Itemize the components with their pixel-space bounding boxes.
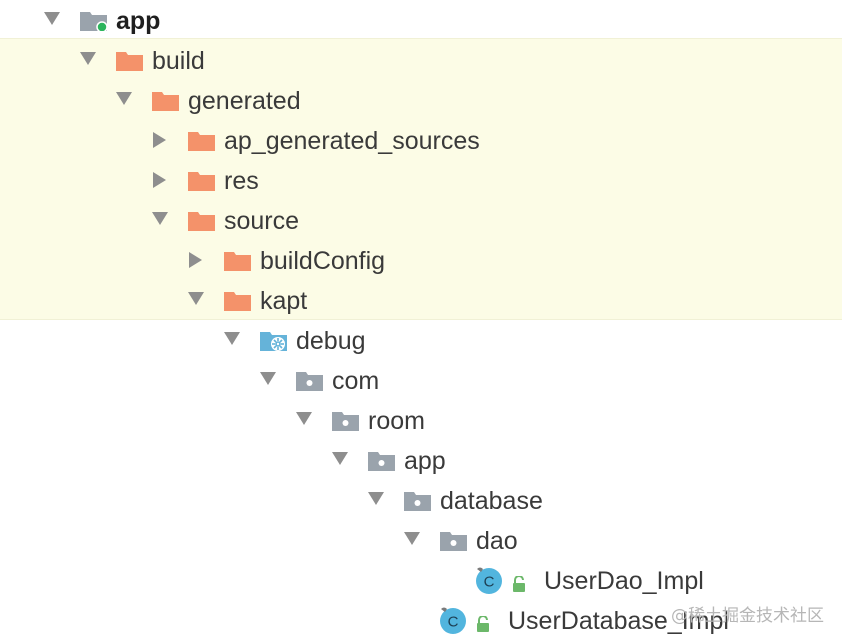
excluded-folder-icon [224, 252, 251, 271]
tree-item-label: buildConfig [260, 247, 386, 275]
expand-arrow-icon[interactable] [188, 292, 204, 305]
tree-item-label: ap_generated_sources [224, 127, 480, 155]
tree-item-label: app [404, 447, 446, 475]
expand-arrow-icon[interactable] [116, 92, 132, 105]
tree-item-label: dao [476, 527, 518, 555]
tree-item-label: res [224, 167, 259, 195]
tree-row-userdatabase-impl[interactable]: C UserDatabase_Impl [0, 600, 842, 640]
tree-item-label: com [332, 367, 380, 395]
tree-row-res[interactable]: res [0, 160, 842, 200]
expand-arrow-icon[interactable] [260, 372, 276, 385]
excluded-folder-icon [188, 172, 215, 191]
tree-row-userdao-impl[interactable]: C UserDao_Impl [0, 560, 842, 600]
tree-row-debug[interactable]: debug [0, 320, 842, 360]
expand-arrow-icon[interactable] [332, 452, 348, 465]
expand-arrow-icon[interactable] [404, 532, 420, 545]
excluded-folder-icon [224, 292, 251, 311]
tree-row-kapt[interactable]: kapt [0, 280, 842, 320]
tree-row-buildconfig[interactable]: buildConfig [0, 240, 842, 280]
package-icon [404, 492, 431, 511]
excluded-folder-icon [188, 132, 215, 151]
expand-arrow-icon[interactable] [80, 52, 96, 65]
tree-row-room[interactable]: room [0, 400, 842, 440]
tree-item-label: room [368, 407, 425, 435]
collapse-arrow-icon[interactable] [189, 252, 202, 268]
tree-item-label: UserDatabase_Impl [508, 607, 729, 635]
expand-arrow-icon[interactable] [368, 492, 384, 505]
package-icon [368, 452, 395, 471]
collapse-arrow-icon[interactable] [153, 172, 166, 188]
tree-item-label: generated [188, 87, 301, 115]
excluded-folder-icon [152, 92, 179, 111]
excluded-folder-icon [188, 212, 215, 231]
tree-row-app-module[interactable]: app [0, 0, 842, 40]
tree-row-build[interactable]: build [0, 40, 842, 80]
generated-source-root-icon [260, 332, 287, 351]
tree-row-com[interactable]: com [0, 360, 842, 400]
collapse-arrow-icon[interactable] [153, 132, 166, 148]
tree-item-label: database [440, 487, 543, 515]
expand-arrow-icon[interactable] [224, 332, 240, 345]
package-icon [332, 412, 359, 431]
tree-row-source[interactable]: source [0, 200, 842, 240]
tree-item-label: UserDao_Impl [544, 567, 704, 595]
tree-item-label: debug [296, 327, 366, 355]
package-icon [296, 372, 323, 391]
tree-row-ap-generated-sources[interactable]: ap_generated_sources [0, 120, 842, 160]
tree-item-label: build [152, 47, 205, 75]
module-folder-icon [80, 12, 107, 31]
lock-icon [513, 576, 525, 592]
excluded-highlight-band [0, 38, 842, 320]
tree-row-database[interactable]: database [0, 480, 842, 520]
svg-text:C: C [484, 574, 495, 591]
tree-row-dao[interactable]: dao [0, 520, 842, 560]
tree-item-label: app [116, 7, 161, 35]
expand-arrow-icon[interactable] [296, 412, 312, 425]
expand-arrow-icon[interactable] [44, 12, 60, 25]
tree-row-generated[interactable]: generated [0, 80, 842, 120]
class-icon: C [440, 607, 466, 634]
tree-row-app-package[interactable]: app [0, 440, 842, 480]
lock-icon [477, 616, 489, 632]
svg-text:C: C [448, 614, 459, 631]
expand-arrow-icon[interactable] [152, 212, 168, 225]
package-icon [440, 532, 467, 551]
class-icon: C [476, 567, 502, 594]
watermark: @稀土掘金技术社区 [671, 606, 824, 626]
tree-item-label: source [224, 207, 300, 235]
excluded-folder-icon [116, 52, 143, 71]
tree-item-label: kapt [260, 287, 308, 315]
